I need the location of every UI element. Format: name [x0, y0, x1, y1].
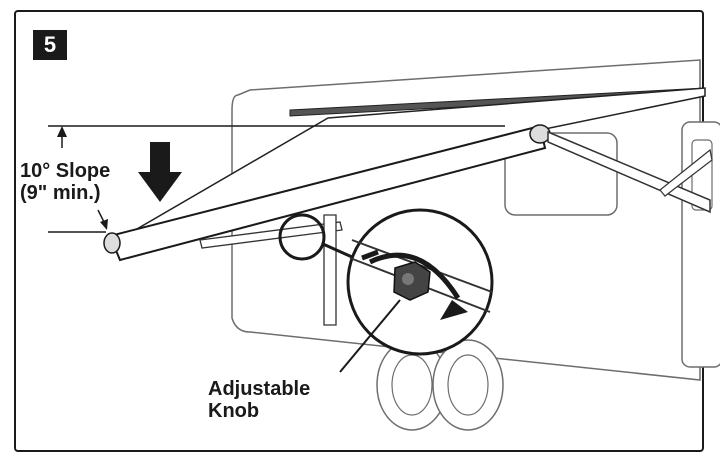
- dimension-arrow-up: [57, 126, 67, 137]
- knob-label-line2: Knob: [208, 400, 260, 422]
- knob-callout-small: [278, 213, 326, 261]
- rotation-arrow: [368, 252, 461, 300]
- support-leg: [323, 214, 337, 326]
- rafter-arm: [199, 221, 343, 249]
- awning-fabric: [117, 87, 706, 241]
- knob-callout-large: [346, 208, 494, 356]
- knob-label-line1: Adjustable: [208, 378, 311, 400]
- slope-label-line1: 10° Slope: [20, 160, 111, 182]
- slope-label-line2: (9" min.): [20, 182, 101, 204]
- knob-leader-line: [339, 299, 401, 373]
- knob-label: Adjustable Knob: [208, 378, 310, 422]
- step-number-badge: 5: [33, 30, 67, 60]
- push-down-arrow-icon: [138, 142, 182, 202]
- slope-label: 10° Slope (9" min.): [20, 160, 110, 204]
- rv-wheels: [376, 339, 504, 431]
- roller-end-cap: [103, 232, 121, 254]
